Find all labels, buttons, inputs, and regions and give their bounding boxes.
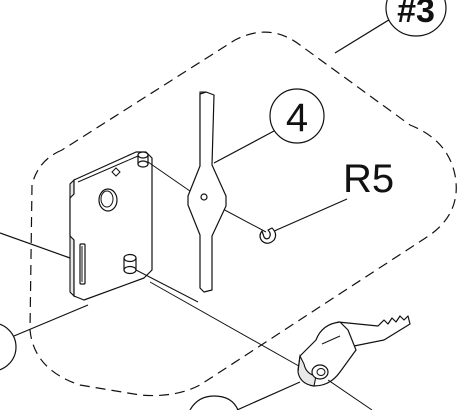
left-callout-leader [13, 304, 89, 337]
lever-leader [327, 379, 373, 410]
bottom-callout-leader [236, 381, 301, 410]
lever-part [297, 315, 411, 387]
assembly-badge-label: #3 [397, 0, 435, 30]
backing-plate [69, 151, 153, 301]
spring-plate [187, 91, 227, 293]
assembly-badge-circle [385, 0, 447, 37]
callout-part-4-leader [213, 130, 275, 164]
assembly-boundary-dashed [29, 31, 457, 397]
plate-pin-upper [137, 151, 149, 168]
retaining-ring [259, 227, 277, 244]
assembly-badge: #3 [385, 0, 447, 37]
alignment-line-lower [135, 269, 199, 303]
left-upper-leader [0, 232, 71, 259]
assembly-leader-line [334, 17, 393, 54]
callout-part-4-label: 4 [286, 96, 308, 140]
bottom-callout-circle [189, 395, 239, 410]
callout-ring-label: R5 [343, 157, 394, 201]
alignment-line-lever [149, 281, 321, 379]
plate-pin-lower [123, 253, 137, 275]
callout-part-4-circle [269, 88, 325, 144]
callout-part-4: 4 [269, 88, 325, 144]
left-callout-circle [0, 323, 17, 371]
callout-ring-leader [271, 198, 348, 233]
